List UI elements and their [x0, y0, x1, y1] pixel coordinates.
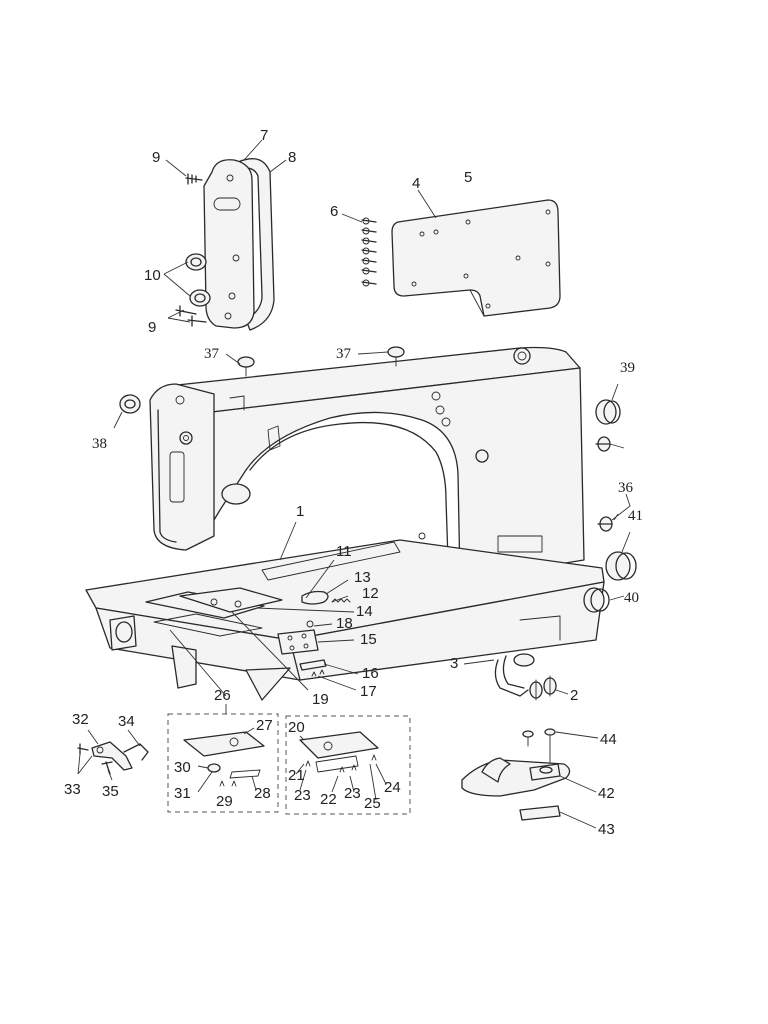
arm-front: [211, 367, 585, 581]
machine-bed: [85, 539, 605, 701]
callout-labels: 1 2 3 4 5 6 7 8 9 9 10 11 12 13 14 15 16…: [64, 127, 643, 838]
throat-plate: [179, 587, 283, 613]
callout-14: 14: [356, 603, 373, 620]
callout-15: 15: [360, 631, 377, 648]
callout-39: 39: [620, 360, 635, 376]
face-plate-slot: [213, 197, 241, 211]
throat-plate-group-a: [183, 731, 265, 787]
callout-13: 13: [354, 569, 371, 586]
callout-34: 34: [118, 713, 135, 730]
callout-41: 41: [628, 508, 643, 524]
callout-30: 30: [174, 759, 191, 776]
callout-43: 43: [598, 821, 615, 838]
callout-8: 8: [288, 149, 296, 166]
callout-23-right: 23: [344, 785, 361, 802]
arm-head-face: [149, 383, 215, 551]
group-box-26: [167, 713, 279, 813]
callout-35: 35: [102, 783, 119, 800]
callout-2: 2: [570, 687, 578, 704]
screw-icon: [77, 743, 113, 775]
oil-cap-icon: [237, 346, 405, 377]
machine-arm-body: [149, 346, 585, 581]
callout-9-bottom: 9: [148, 319, 156, 336]
rubber-plug-icon: [185, 253, 211, 307]
callout-5: 5: [464, 169, 472, 186]
throat-plate-group-b: [299, 731, 379, 773]
callout-28: 28: [254, 785, 271, 802]
callout-3: 3: [450, 655, 458, 672]
knee-lifter-parts: [77, 741, 149, 775]
screw-icon: [595, 436, 613, 532]
callout-12: 12: [362, 585, 379, 602]
callout-38: 38: [92, 436, 107, 452]
callout-25: 25: [364, 795, 381, 812]
callout-33: 33: [64, 781, 81, 798]
callout-37-left: 37: [204, 346, 220, 362]
rubber-plug-icon: [119, 394, 141, 414]
callout-26: 26: [214, 687, 231, 704]
callout-42: 42: [598, 785, 615, 802]
callout-37-right: 37: [336, 346, 352, 362]
screw-icon: [175, 173, 207, 327]
rear-cover-assembly: [361, 199, 561, 317]
callout-44: 44: [600, 731, 617, 748]
rubber-plug-icon: [595, 399, 621, 425]
callout-4: 4: [412, 175, 420, 192]
face-plate: [203, 159, 255, 329]
face-plate-assembly: [175, 158, 275, 331]
callout-32: 32: [72, 711, 89, 728]
rubber-plug-icon: [583, 551, 637, 613]
group-box-20: [285, 715, 411, 815]
callout-7: 7: [260, 127, 268, 144]
callout-23-left: 23: [294, 787, 311, 804]
callout-20: 20: [288, 719, 305, 736]
callout-40: 40: [624, 590, 639, 606]
callout-21: 21: [288, 767, 305, 784]
hinge-assembly: [494, 653, 557, 701]
callout-18: 18: [336, 615, 353, 632]
callout-1: 1: [296, 503, 304, 520]
callout-10: 10: [144, 267, 161, 284]
callout-22: 22: [320, 791, 337, 808]
screw-icon: [522, 728, 556, 763]
side-plugs: [119, 346, 637, 613]
callout-31: 31: [174, 785, 191, 802]
callout-19: 19: [312, 691, 329, 708]
presser-foot-assembly: [461, 728, 571, 821]
callout-29: 29: [216, 793, 233, 810]
rear-cover-plate: [391, 199, 561, 317]
callout-17: 17: [360, 683, 377, 700]
callout-24: 24: [384, 779, 401, 796]
callout-27: 27: [256, 717, 273, 734]
callout-11: 11: [336, 543, 352, 560]
callout-9-top: 9: [152, 149, 160, 166]
callout-6: 6: [330, 203, 338, 220]
callout-16: 16: [362, 665, 379, 682]
presser-plate: [519, 805, 561, 821]
screw-icon: [361, 217, 377, 287]
leader-lines: [77, 139, 631, 829]
callout-36: 36: [618, 480, 634, 496]
